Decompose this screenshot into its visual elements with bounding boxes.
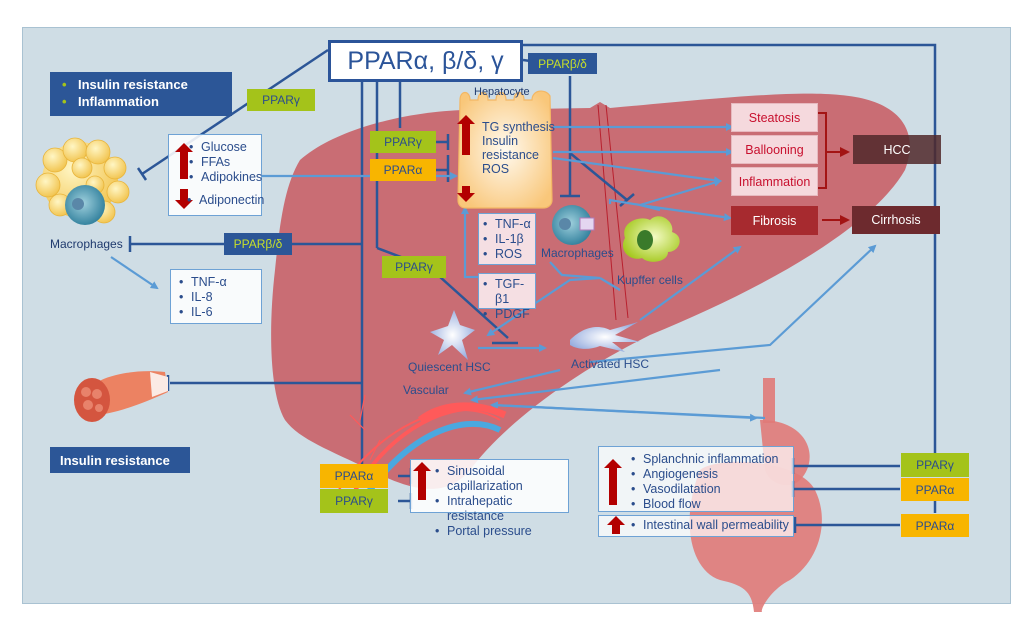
ppar-alpha-vascular-tag: PPARα	[320, 464, 388, 488]
kupffer-cells-label: Kupffer cells	[617, 273, 683, 287]
activated-hsc-illustration	[570, 322, 640, 352]
quiescent-hsc-label: Quiescent HSC	[408, 360, 491, 374]
ppar-alpha-intestine-tag: PPARα	[901, 478, 969, 501]
effect-item: Inflammation	[60, 93, 222, 110]
output-item: FFAs	[187, 155, 257, 170]
adipose-cytokines-box: TNF-α IL-8 IL-6	[170, 269, 262, 324]
intestine-effect-item: Angiogenesis	[629, 467, 789, 482]
hepatocyte-cell	[457, 90, 553, 209]
cytokine-item: PDGF	[481, 307, 533, 322]
decrease-arrow-icon	[457, 186, 475, 202]
outcome-inflammation: Inflammation	[731, 167, 818, 196]
intestine-effects-box: Splanchnic inflammation Angiogenesis Vas…	[598, 446, 794, 512]
ppar-gamma-hepatocyte-tag: PPARγ	[370, 131, 436, 153]
vascular-effects-box: Sinusoidal capillarization Intrahepatic …	[410, 459, 569, 539]
adipose-macrophages-label: Macrophages	[50, 237, 123, 251]
adipose-tissue-illustration	[35, 137, 130, 225]
outcome-hcc: HCC	[853, 135, 941, 164]
hepatocyte-items: TG synthesis Insulin resistance ROS	[472, 120, 556, 176]
increase-arrow-icon	[413, 462, 431, 500]
vascular-effect-item: Intrahepatic resistance	[433, 494, 564, 524]
liver-macrophages-label: Macrophages	[541, 246, 614, 260]
ppar-alpha-hepatocyte-tag: PPARα	[370, 159, 436, 181]
adipose-outputs-box: Glucose FFAs Adipokines Adiponectin	[168, 134, 264, 216]
intestine-effect-item: Intestinal wall permeability	[629, 518, 789, 533]
outcome-cirrhosis: Cirrhosis	[852, 206, 940, 234]
intestine-permeability-box: Intestinal wall permeability	[598, 515, 794, 537]
cytokine-item: TGF-β1	[481, 277, 533, 307]
ppar-beta-delta-top-tag: PPARβ/δ	[528, 53, 597, 74]
hepatocyte-item: TG synthesis	[482, 120, 555, 134]
quiescent-hsc-illustration	[430, 310, 475, 360]
adipose-effects-box: Insulin resistance Inflammation	[50, 72, 232, 116]
intestine-effect-item: Vasodilatation	[629, 482, 789, 497]
increase-arrow-icon	[607, 516, 625, 534]
hepatocyte-label: Hepatocyte	[474, 86, 530, 98]
ppar-gamma-intestine-tag: PPARγ	[901, 453, 969, 477]
cytokine-item: ROS	[481, 247, 533, 262]
intestine-effect-item: Blood flow	[629, 497, 789, 512]
cytokine-item: TNF-α	[177, 275, 255, 290]
cytokine-item: TNF-α	[481, 217, 533, 232]
ppar-title-box: PPARα, β/δ, γ	[328, 40, 523, 82]
cytokine-item: IL-6	[177, 305, 255, 320]
output-item: Glucose	[187, 140, 257, 155]
cytokine-item: IL-1β	[481, 232, 533, 247]
outcome-ballooning: Ballooning	[731, 135, 818, 164]
ppar-gamma-vascular-tag: PPARγ	[320, 489, 388, 513]
liver-cytokines-box-1: TNF-α IL-1β ROS	[478, 213, 536, 265]
activated-hsc-label: Activated HSC	[571, 357, 650, 371]
ppar-alpha-permeability-tag: PPARα	[901, 514, 969, 537]
vascular-effect-item: Portal pressure	[433, 524, 564, 539]
outcome-fibrosis: Fibrosis	[731, 206, 818, 235]
hepatocyte-item: ROS	[482, 162, 510, 176]
intestine-effect-item: Splanchnic inflammation	[629, 452, 789, 467]
increase-arrow-icon	[175, 143, 193, 179]
output-item: Adipokines	[187, 170, 262, 185]
liver-cytokines-box-2: TGF-β1 PDGF	[478, 273, 536, 322]
ppar-gamma-hsc-tag: PPARγ	[382, 256, 446, 278]
effect-item: Insulin resistance	[60, 76, 222, 93]
vascular-effect-item: Sinusoidal capillarization	[433, 464, 564, 494]
increase-arrow-icon	[604, 459, 622, 505]
vascular-label: Vascular	[403, 383, 449, 397]
muscle-illustration	[74, 371, 168, 422]
output-item: Adiponectin	[185, 193, 264, 208]
increase-arrow-icon	[457, 115, 475, 155]
outcome-steatosis: Steatosis	[731, 103, 818, 132]
cytokine-item: IL-8	[177, 290, 255, 305]
liver-macrophage-illustration	[552, 205, 595, 245]
muscle-effect-box: Insulin resistance	[50, 447, 190, 473]
decrease-arrow-icon	[175, 189, 193, 209]
ppar-gamma-adipose-tag: PPARγ	[247, 89, 315, 111]
ppar-beta-delta-macrophage-tag: PPARβ/δ	[224, 233, 292, 255]
hepatocyte-item: Insulin resistance	[482, 134, 539, 162]
